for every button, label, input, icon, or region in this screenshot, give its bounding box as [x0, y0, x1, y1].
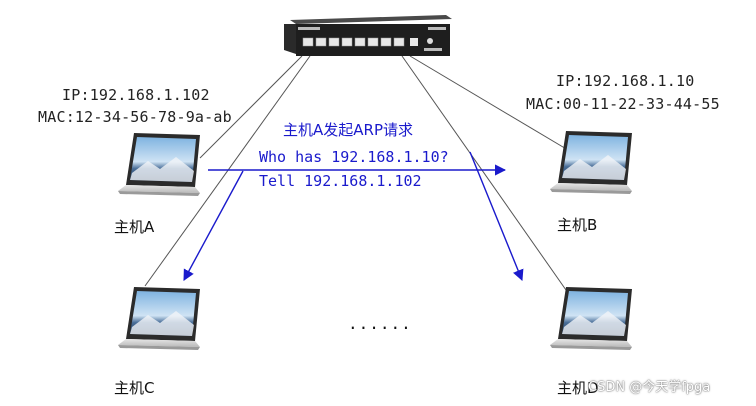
- more-hosts-ellipsis: ......: [348, 314, 412, 333]
- arp-request-line-2: Tell 192.168.1.102: [259, 172, 422, 190]
- cable-to-host-b: [409, 55, 569, 151]
- laptop-host-d: [550, 287, 632, 350]
- arrow-to-host-c: [183, 170, 244, 281]
- laptop-host-c: [118, 287, 200, 350]
- cables: [144, 55, 569, 291]
- arp-arrows: [183, 151, 524, 282]
- laptop-host-a: [118, 133, 200, 196]
- host-b-mac: MAC:00-11-22-33-44-55: [526, 95, 720, 113]
- host-b-name: 主机B: [557, 216, 598, 234]
- arrow-to-host-d: [469, 151, 524, 282]
- arp-request-line-1: Who has 192.168.1.10?: [259, 148, 449, 166]
- host-a-mac: MAC:12-34-56-78-9a-ab: [38, 108, 232, 126]
- arp-request-title: 主机A发起ARP请求: [283, 121, 413, 139]
- watermark: CSDN @今天学fpga: [588, 380, 711, 395]
- host-c-name: 主机C: [114, 379, 155, 397]
- laptop-host-b: [550, 131, 632, 194]
- switch-device: [284, 15, 452, 56]
- cable-to-host-a: [199, 55, 303, 159]
- host-b-ip: IP:192.168.1.10: [556, 72, 695, 90]
- cable-to-host-d: [401, 55, 567, 291]
- host-d-name: 主机D: [557, 379, 599, 397]
- host-a-ip: IP:192.168.1.102: [62, 86, 210, 104]
- host-a-name: 主机A: [114, 218, 155, 236]
- cable-to-host-c: [144, 55, 311, 287]
